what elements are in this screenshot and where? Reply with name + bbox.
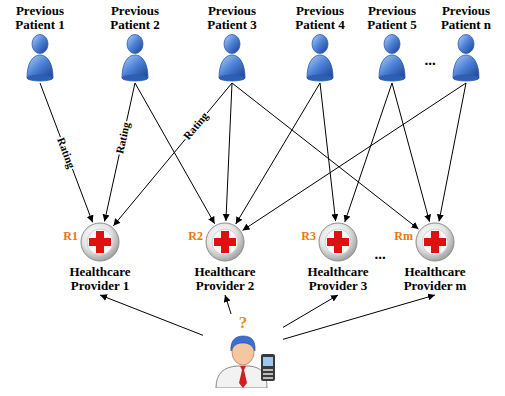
ellipsis-label: ... bbox=[424, 53, 435, 68]
patient-icon bbox=[307, 35, 333, 82]
connector-arrow bbox=[236, 83, 320, 224]
patient-icon bbox=[303, 34, 337, 82]
patient-node: Previous Patient 5 bbox=[357, 4, 427, 82]
patient-node: Previous Patient n bbox=[431, 4, 501, 82]
connector-arrow bbox=[439, 83, 466, 221]
patient-icon bbox=[449, 34, 483, 82]
connector-arrow bbox=[232, 83, 418, 229]
patient-node: Previous Patient 4 bbox=[285, 4, 355, 82]
provider-icon bbox=[319, 223, 357, 261]
connector-arrow bbox=[283, 295, 435, 339]
provider-node: R2Healthcare Provider 2 bbox=[185, 222, 265, 293]
patient-icon bbox=[122, 35, 148, 82]
provider-icon bbox=[206, 223, 244, 261]
provider-icon bbox=[318, 222, 358, 262]
rating-tag: R2 bbox=[188, 230, 203, 243]
patient-node: Previous Patient 3 bbox=[197, 4, 267, 82]
provider-icon bbox=[415, 222, 455, 262]
user-icon bbox=[216, 336, 275, 388]
provider-icon bbox=[80, 222, 120, 262]
provider-icon bbox=[205, 222, 245, 262]
connector-arrow bbox=[226, 83, 232, 221]
connector-arrow bbox=[100, 295, 203, 335]
connector-arrow bbox=[392, 83, 430, 222]
patient-name: Previous Patient n bbox=[431, 4, 501, 32]
connector-arrow bbox=[345, 83, 392, 222]
patient-name: Previous Patient 2 bbox=[100, 4, 170, 32]
rating-tag: Rm bbox=[394, 230, 413, 243]
rating-tag: R3 bbox=[301, 230, 316, 243]
patient-name: Previous Patient 4 bbox=[285, 4, 355, 32]
connector-arrow bbox=[105, 83, 135, 221]
patient-icon bbox=[453, 35, 479, 82]
provider-node: RmHealthcare Provider m bbox=[395, 222, 475, 293]
edge-label: Rating bbox=[55, 135, 77, 170]
question-mark: ? bbox=[239, 314, 248, 332]
patient-icon bbox=[375, 34, 409, 82]
ellipsis-label: ... bbox=[374, 247, 385, 262]
patient-icon bbox=[215, 34, 249, 82]
connector-arrow bbox=[113, 83, 232, 226]
connector-arrow bbox=[243, 83, 466, 230]
patient-node: Previous Patient 1 bbox=[5, 4, 75, 82]
connector-arrow bbox=[135, 83, 215, 224]
patient-name: Previous Patient 3 bbox=[197, 4, 267, 32]
patient-icon bbox=[27, 35, 53, 82]
patient-name: Previous Patient 5 bbox=[357, 4, 427, 32]
user-icon bbox=[208, 332, 278, 388]
connector-arrow bbox=[40, 83, 93, 222]
provider-node: R3Healthcare Provider 3 bbox=[298, 222, 378, 293]
patient-node: Previous Patient 2 bbox=[100, 4, 170, 82]
provider-icon bbox=[416, 223, 454, 261]
connector-arrow bbox=[320, 83, 336, 221]
patient-icon bbox=[219, 35, 245, 82]
user-node: ? bbox=[203, 314, 283, 388]
connector-arrow bbox=[225, 295, 231, 314]
edge-label: Rating bbox=[114, 121, 132, 156]
patient-icon bbox=[379, 35, 405, 82]
connector-arrow bbox=[283, 295, 338, 327]
provider-name: Healthcare Provider 1 bbox=[60, 265, 140, 293]
patient-icon bbox=[118, 34, 152, 82]
provider-node: R1Healthcare Provider 1 bbox=[60, 222, 140, 293]
provider-icon bbox=[81, 223, 119, 261]
provider-name: Healthcare Provider m bbox=[395, 265, 475, 293]
provider-name: Healthcare Provider 2 bbox=[185, 265, 265, 293]
edge-label: Rating bbox=[181, 109, 211, 142]
provider-name: Healthcare Provider 3 bbox=[298, 265, 378, 293]
rating-tag: R1 bbox=[63, 230, 78, 243]
patient-name: Previous Patient 1 bbox=[5, 4, 75, 32]
patient-icon bbox=[23, 34, 57, 82]
